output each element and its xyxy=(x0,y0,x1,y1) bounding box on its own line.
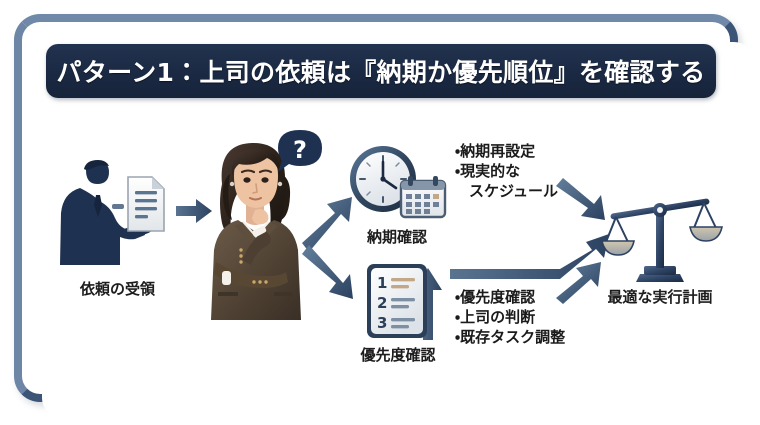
deadline-bullet-2-cont: スケジュール xyxy=(469,181,558,200)
list-number-2: 2 xyxy=(377,294,387,312)
priority-label: 優先度確認 xyxy=(360,346,436,364)
deadline-bullet-2: ・現実的な xyxy=(455,161,521,180)
question-bubble-icon: ? xyxy=(278,130,322,172)
thinker-node: ? xyxy=(198,130,322,322)
deadline-bullets: ・納期再設定 ・現実的な スケジュール xyxy=(455,142,558,201)
deadline-node: 納期確認 xyxy=(345,143,453,248)
list-number-1: 1 xyxy=(377,274,387,292)
numbered-list-icon: 1 2 3 xyxy=(367,264,427,338)
priority-bullet-2: ・上司の判断 xyxy=(455,307,536,326)
deadline-label: 納期確認 xyxy=(366,228,427,246)
title-banner: パターン1：上司の依頼は『納期か優先順位』を確認する xyxy=(46,44,716,98)
result-label: 最適な実行計画 xyxy=(607,288,713,306)
priority-node: 1 2 3 優先度確認 xyxy=(350,262,450,367)
clock-calendar-icon xyxy=(350,146,447,219)
list-number-3: 3 xyxy=(377,314,387,332)
request-node: 依頼の受領 xyxy=(50,160,185,300)
request-label: 依頼の受領 xyxy=(79,280,155,298)
page-title: パターン1：上司の依頼は『納期か優先順位』を確認する xyxy=(56,58,706,87)
thinking-businesswoman-icon xyxy=(211,142,301,320)
priority-bullets: ・優先度確認 ・上司の判断 ・既存タスク調整 xyxy=(455,288,565,347)
question-mark: ? xyxy=(293,136,307,164)
balance-scales-icon xyxy=(601,198,723,282)
result-node: 最適な実行計画 xyxy=(596,198,724,313)
priority-bullet-1: ・優先度確認 xyxy=(455,288,536,306)
businessman-handing-document-icon xyxy=(60,160,165,265)
priority-bullet-3: ・既存タスク調整 xyxy=(455,327,566,346)
deadline-bullet-1: ・納期再設定 xyxy=(455,142,536,160)
